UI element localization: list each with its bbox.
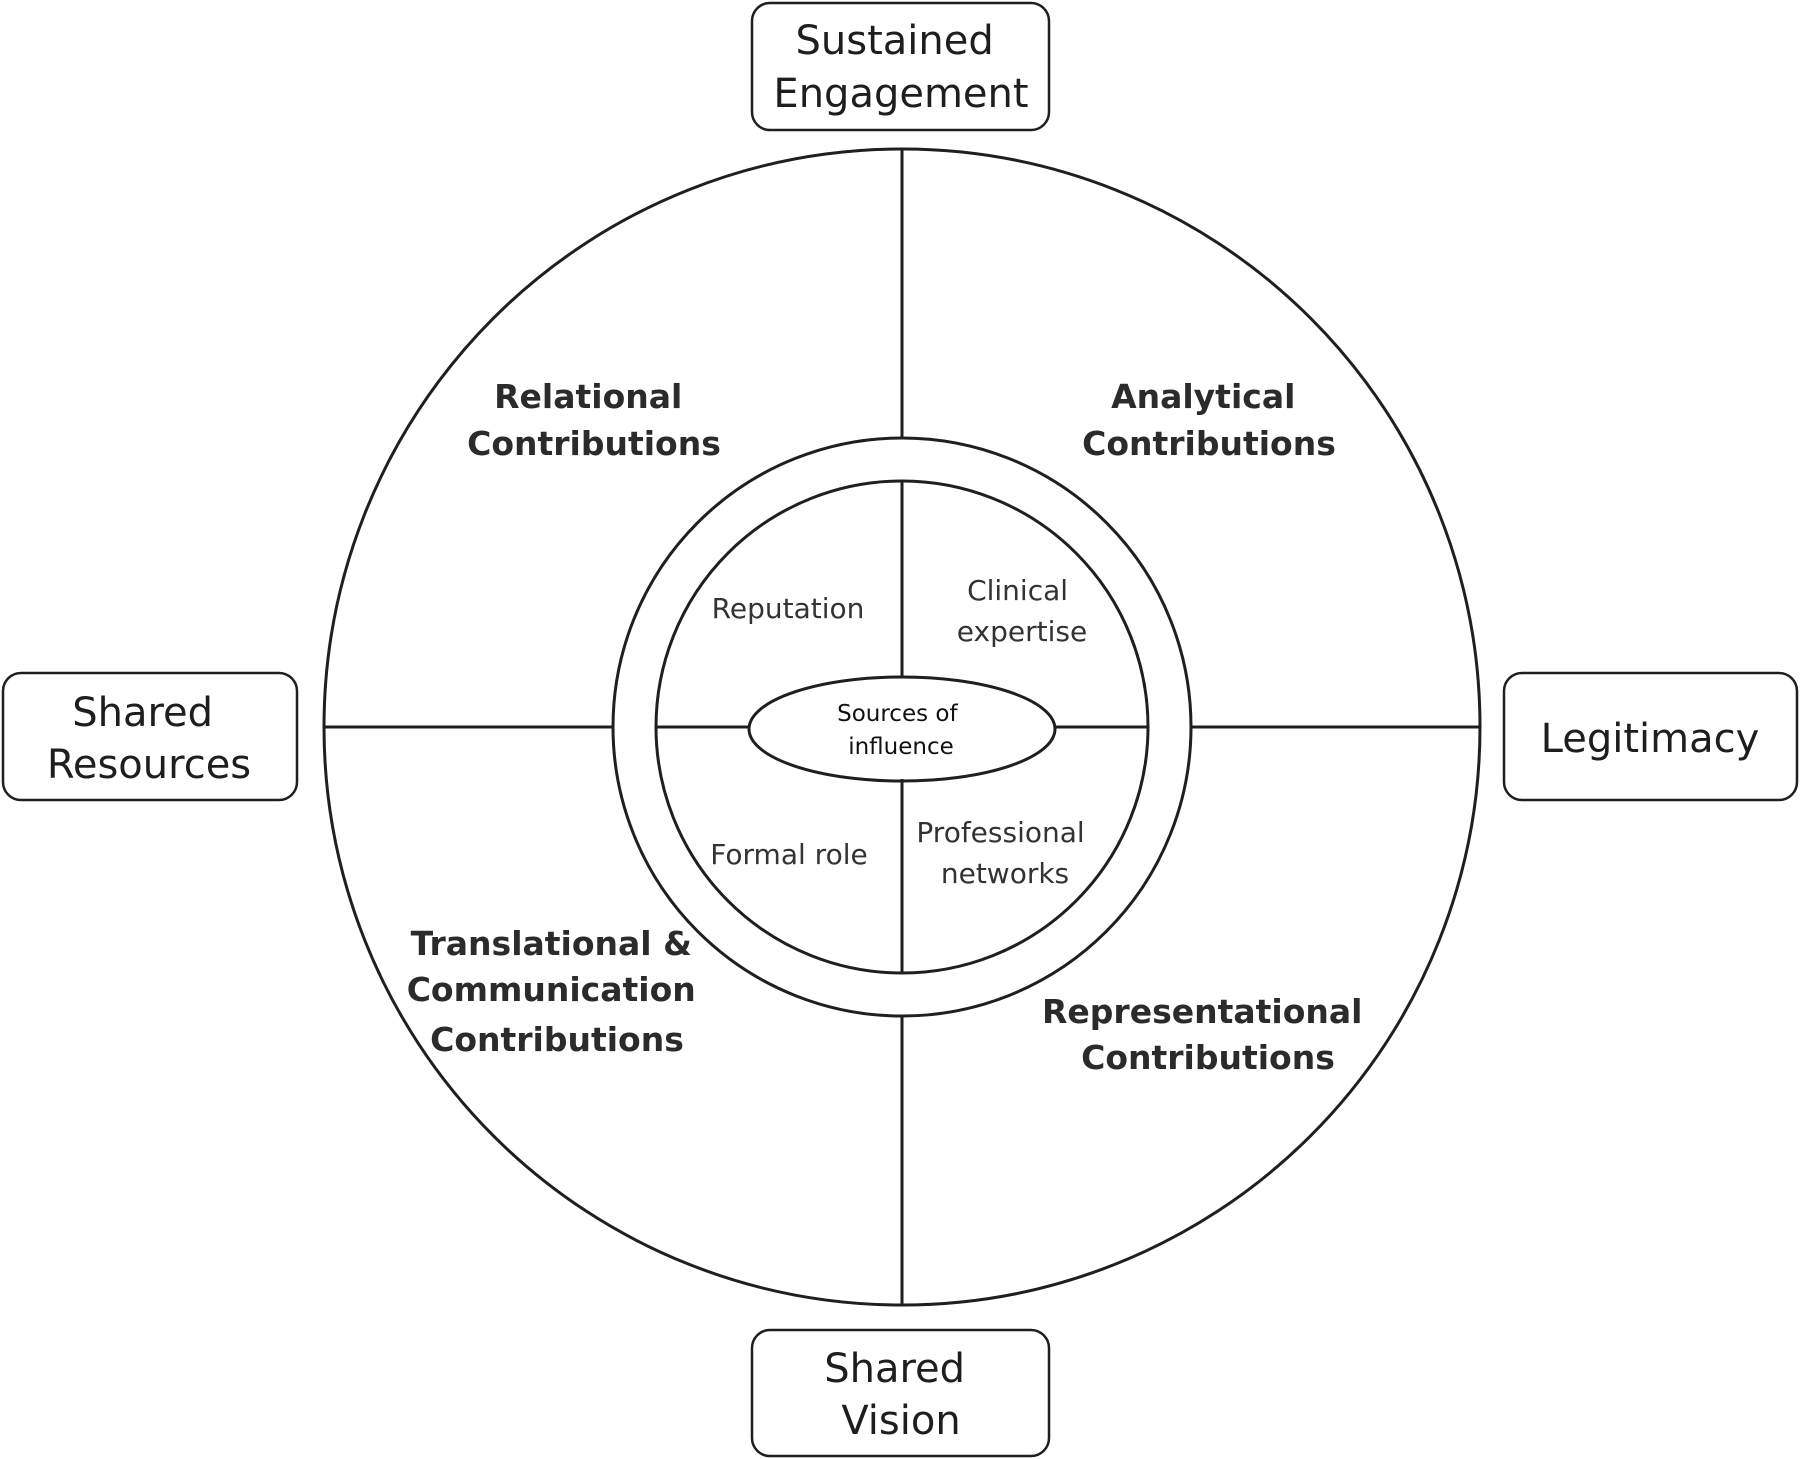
box-right bbox=[1502, 671, 1799, 802]
inner-reputation-label: Reputation bbox=[712, 592, 865, 625]
box-left-label: Shared Resources bbox=[47, 690, 251, 788]
inner-clinical-expertise-label: Clinical expertise bbox=[957, 574, 1087, 648]
box-top bbox=[750, 1, 1051, 132]
box-top-label: Sustained Engagement bbox=[773, 18, 1028, 117]
center-label: Sources of influence bbox=[837, 701, 965, 760]
inner-formal-role-label: Formal role bbox=[710, 838, 867, 871]
center-ellipse bbox=[747, 675, 1057, 783]
box-right-label: Legitimacy bbox=[1541, 716, 1760, 762]
middle-circle bbox=[611, 436, 1193, 1018]
inner-professional-networks-label: Professional networks bbox=[916, 816, 1093, 890]
box-left bbox=[1, 671, 299, 802]
quadrant-relational-label: Relational Contributions bbox=[467, 377, 721, 463]
quadrant-analytical-label: Analytical Contributions bbox=[1082, 377, 1336, 463]
box-bottom bbox=[750, 1328, 1051, 1458]
quadrant-translational-label: Translational & Communication Contributi… bbox=[407, 924, 708, 1059]
quadrant-representational-label: Representational Contributions bbox=[1042, 992, 1374, 1077]
box-bottom-label: Shared Vision bbox=[824, 1346, 978, 1444]
